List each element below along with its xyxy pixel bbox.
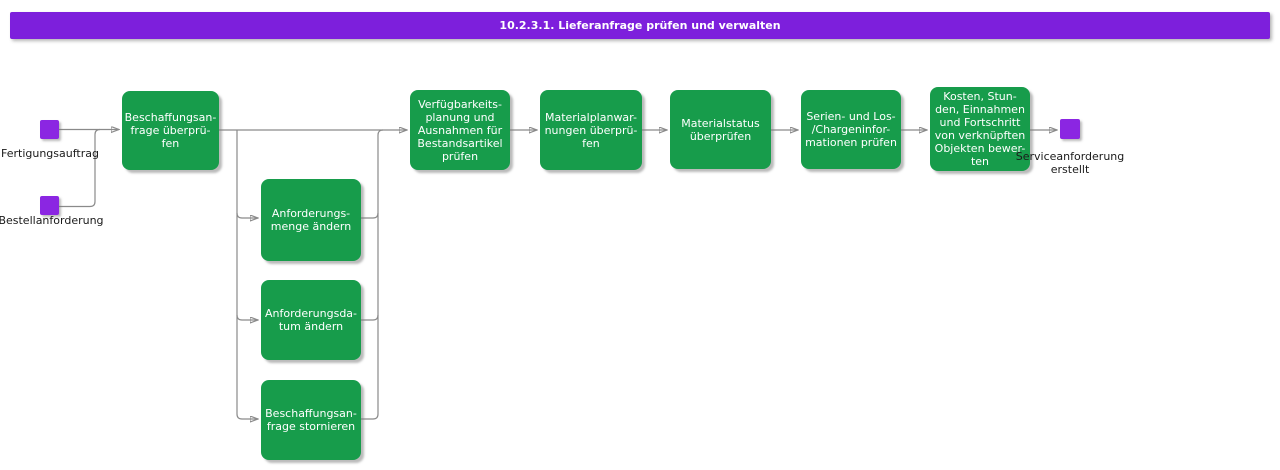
connector-datum-out: [361, 314, 379, 321]
task-verfuegbarkeitsplanung-pruefen[interactable]: Verfügbarkeits- planung und Ausnahmen fü…: [410, 90, 510, 170]
connector-collector-up: [361, 129, 384, 420]
task-anforderungsdatum-aendern[interactable]: Anforderungsda- tum ändern: [261, 280, 361, 360]
task-kosten-stunden-einnahmen-bewerten[interactable]: Kosten, Stun- den, Einnahmen und Fortsch…: [930, 87, 1030, 171]
start-event-bestellanforderung[interactable]: [40, 196, 59, 215]
task-materialplanwarnungen-ueberpruefen[interactable]: Materialplanwar- nungen überprü- fen: [540, 90, 642, 170]
connector-branch-to-datum: [236, 314, 258, 320]
connector-branch-to-menge: [236, 212, 258, 218]
task-serien-los-chargeninformationen-pruefen[interactable]: Serien- und Los- /Chargeninfor- mationen…: [801, 90, 901, 169]
diagram-title: 10.2.3.1. Lieferanfrage prüfen und verwa…: [499, 19, 781, 32]
task-beschaffungsanfrage-stornieren[interactable]: Beschaffungsan- frage stornieren: [261, 380, 361, 460]
start-event-label-bestellanforderung: Bestellanforderung: [0, 214, 104, 227]
end-event-label-serviceanforderung: Serviceanforderung erstellt: [1015, 150, 1125, 176]
task-materialstatus-ueberpruefen[interactable]: Materialstatus überprüfen: [670, 90, 771, 169]
connector-branch-down-to-stornieren: [236, 130, 258, 419]
connector-menge-out: [361, 212, 379, 219]
end-event-serviceanforderung[interactable]: [1060, 119, 1080, 139]
connector-bestellanforderung-join: [59, 128, 101, 208]
task-beschaffungsanfrage-ueberpruefen[interactable]: Beschaffungsan- frage überprü- fen: [122, 91, 219, 170]
start-event-fertigungsauftrag[interactable]: [40, 120, 59, 139]
task-anforderungsmenge-aendern[interactable]: Anforderungs- menge ändern: [261, 179, 361, 261]
diagram-title-bar: 10.2.3.1. Lieferanfrage prüfen und verwa…: [10, 12, 1270, 39]
start-event-label-fertigungsauftrag: Fertigungsauftrag: [1, 147, 99, 160]
